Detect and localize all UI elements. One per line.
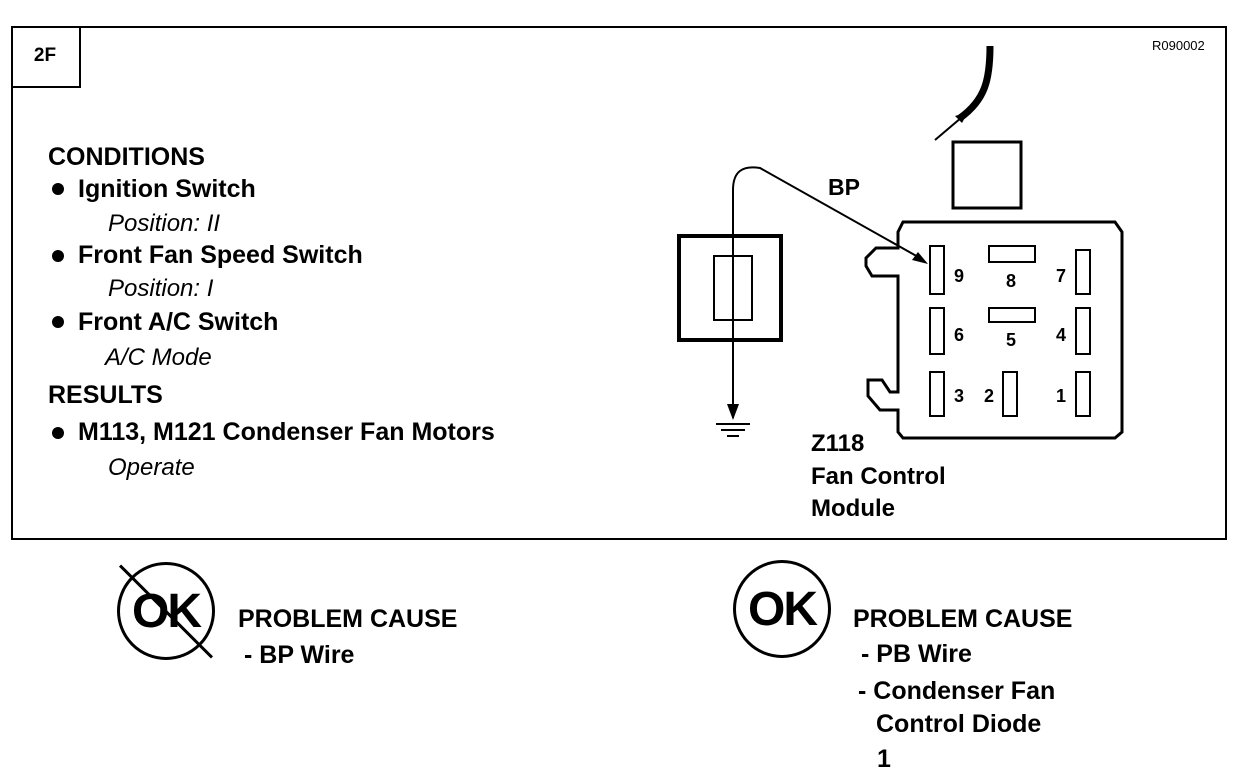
- terminal-4: [1075, 307, 1091, 355]
- terminal-6: [929, 307, 945, 355]
- result-detail: Operate: [108, 454, 195, 481]
- figure-ref: R090002: [1152, 38, 1205, 53]
- fan-control-module-body: [864, 220, 1124, 440]
- terminal-7: [1075, 249, 1091, 295]
- ok-cause-pb-wire: - PB Wire: [861, 640, 972, 668]
- diagram-frame: [11, 26, 1227, 540]
- bullet: [52, 183, 64, 195]
- disconnect-arrowhead: [955, 112, 968, 123]
- pin-label-4: 4: [1056, 325, 1066, 345]
- condition-ac-detail: A/C Mode: [105, 344, 212, 371]
- condition-fan-speed-switch: Front Fan Speed Switch: [78, 241, 363, 269]
- not-ok-cause-bp-wire: - BP Wire: [244, 641, 355, 669]
- bullet: [52, 250, 64, 262]
- bullet: [52, 316, 64, 328]
- condition-fan-speed-detail: Position: I: [108, 275, 214, 302]
- step-label: 2F: [11, 26, 81, 88]
- ok-icon: OK: [733, 560, 831, 658]
- wire-label-bp: BP: [828, 174, 860, 200]
- bullet: [52, 427, 64, 439]
- terminal-8: [988, 245, 1036, 263]
- module-id: Z118: [811, 430, 865, 457]
- pin-label-6: 6: [954, 325, 964, 345]
- ok-cause-step-ref: 1: [877, 745, 891, 773]
- conditions-heading: CONDITIONS: [48, 143, 205, 171]
- not-ok-problem-cause-heading: PROBLEM CAUSE: [238, 605, 458, 633]
- not-ok-icon: OK: [117, 562, 215, 660]
- pin-label-9: 9: [954, 266, 964, 286]
- pin-label-2: 2: [984, 386, 994, 406]
- ground-arrowhead: [727, 404, 739, 420]
- terminal-2: [1002, 371, 1018, 417]
- pin-label-5: 5: [1006, 330, 1016, 350]
- fuse-block: [677, 234, 783, 342]
- module-name-line2: Module: [811, 495, 895, 522]
- pin-label-8: 8: [1006, 271, 1016, 291]
- condition-ignition-switch: Ignition Switch: [78, 175, 256, 203]
- result-condenser-fan-motors: M113, M121 Condenser Fan Motors: [78, 418, 495, 446]
- ok-cause-condenser-fan: - Condenser Fan: [858, 677, 1056, 705]
- probe-arrowhead: [912, 252, 928, 264]
- terminal-1: [1075, 371, 1091, 417]
- terminal-9: [929, 245, 945, 295]
- module-name-line1: Fan Control: [811, 463, 946, 490]
- pin-label-1: 1: [1056, 386, 1066, 406]
- ok-cause-control-diode: Control Diode: [876, 710, 1042, 738]
- harness-cable: [957, 45, 994, 121]
- results-heading: RESULTS: [48, 381, 163, 409]
- pin-label-7: 7: [1056, 266, 1066, 286]
- terminal-3: [929, 371, 945, 417]
- bp-probe-wire: [732, 166, 921, 418]
- connector-plug: [951, 140, 1023, 210]
- ok-problem-cause-heading: PROBLEM CAUSE: [853, 605, 1073, 633]
- condition-ignition-detail: Position: II: [108, 210, 221, 237]
- terminal-5: [988, 307, 1036, 323]
- condition-ac-switch: Front A/C Switch: [78, 308, 279, 336]
- pin-label-3: 3: [954, 386, 964, 406]
- ok-symbol: OK: [748, 582, 818, 636]
